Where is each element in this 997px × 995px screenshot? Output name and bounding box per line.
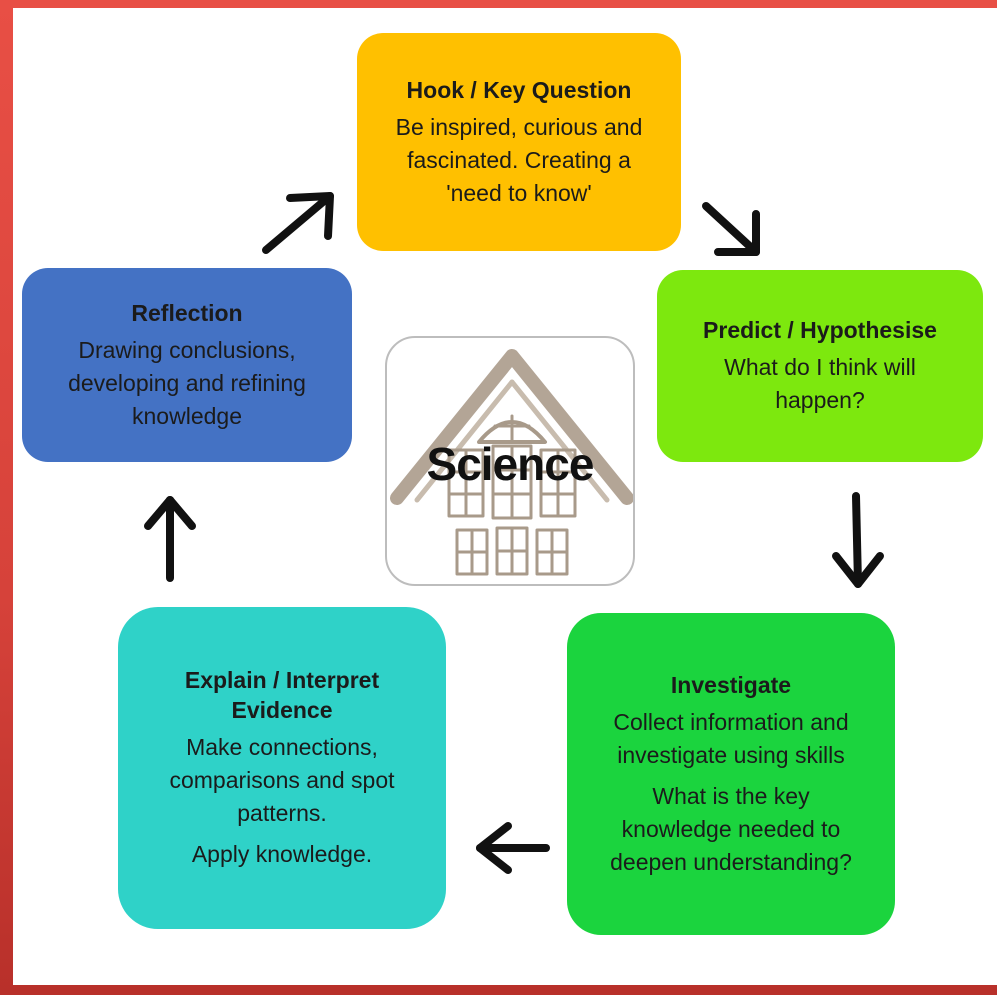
- stage-predict-box: Predict / Hypothesise What do I think wi…: [657, 270, 983, 462]
- stage-predict-body: What do I think will happen?: [724, 354, 916, 413]
- school-building-icon: [390, 349, 633, 576]
- stage-investigate-body-2: What is the key knowledge needed to deep…: [610, 782, 852, 875]
- arrow-explain-to-reflection: [144, 496, 196, 582]
- stage-hook-title: Hook / Key Question: [406, 76, 632, 103]
- science-logo: Science: [385, 336, 635, 586]
- stage-investigate-box: Investigate Collect information and inve…: [567, 613, 895, 935]
- stage-hook-body: Be inspired, curious and fascinated. Cre…: [395, 113, 643, 206]
- stage-reflection-title: Reflection: [131, 299, 243, 326]
- arrow-predict-to-investigate: [832, 492, 884, 588]
- stage-hook-box: Hook / Key Question Be inspired, curious…: [357, 33, 681, 251]
- stage-explain-box: Explain / Interpret Evidence Make connec…: [118, 607, 446, 929]
- science-label: Science: [426, 438, 595, 490]
- arrow-hook-to-predict: [702, 202, 760, 256]
- stage-reflection-body: Drawing conclusions, developing and refi…: [68, 336, 306, 429]
- arrow-investigate-to-explain: [476, 822, 550, 874]
- stage-investigate-body: Collect information and investigate usin…: [613, 708, 849, 768]
- stage-explain-body-2: Apply knowledge.: [191, 841, 373, 867]
- stage-reflection-box: Reflection Drawing conclusions, developi…: [22, 268, 352, 462]
- arrow-reflection-to-hook: [262, 192, 334, 254]
- stage-predict-title: Predict / Hypothesise: [703, 317, 937, 343]
- stage-explain-body: Make connections, comparisons and spot p…: [169, 734, 395, 826]
- stage-explain-title: Explain / Interpret Evidence: [184, 667, 380, 723]
- stage-investigate-title: Investigate: [670, 671, 792, 698]
